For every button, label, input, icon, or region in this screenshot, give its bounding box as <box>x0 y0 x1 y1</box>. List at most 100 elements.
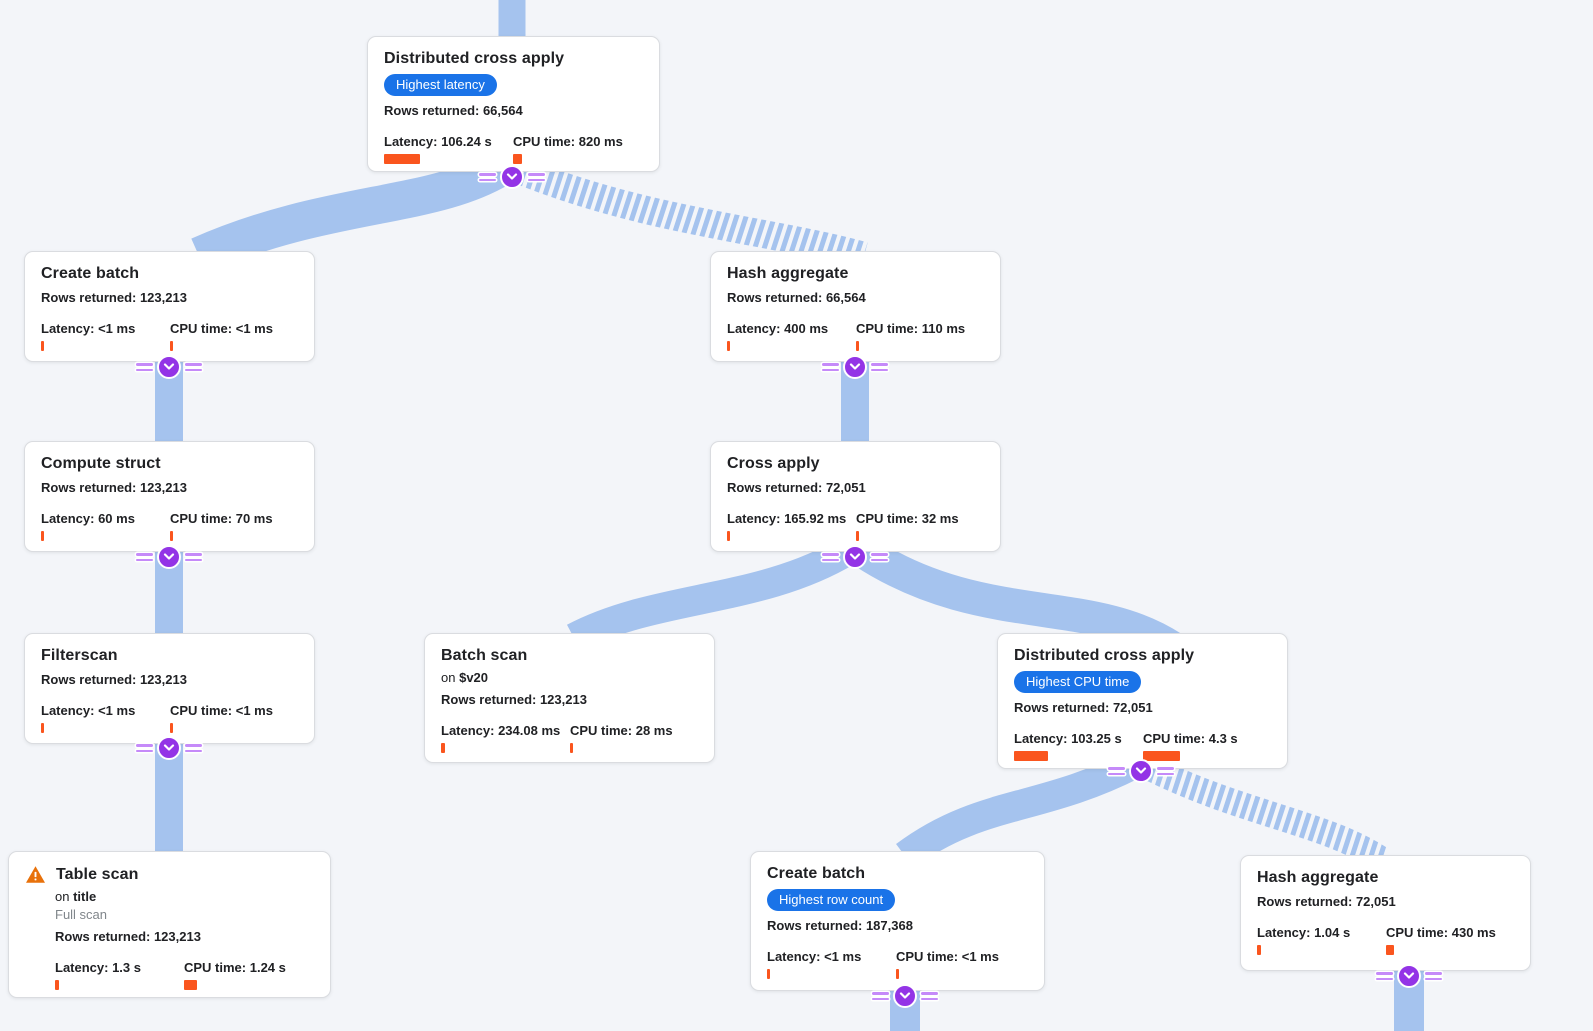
collapse-lines-left-icon <box>1376 972 1393 980</box>
chevron-down-icon <box>500 165 524 189</box>
cpu-time-bar <box>184 980 197 990</box>
plan-node-distributed-cross-apply-2[interactable]: Distributed cross apply Highest CPU time… <box>997 633 1288 769</box>
edge-cross-apply-to-batch-scan <box>566 538 855 652</box>
highlight-badge: Highest CPU time <box>1014 671 1142 693</box>
expand-collapse-button-hash-aggregate-2[interactable] <box>1376 964 1442 988</box>
cpu-time-bar <box>170 341 173 351</box>
latency-label: Latency: 1.04 s <box>1257 925 1351 940</box>
target-prefix: on <box>55 889 70 904</box>
node-target: on $v20 <box>441 670 698 685</box>
plan-node-create-batch-1[interactable]: Create batch Rows returned: 123,213 Late… <box>24 251 315 362</box>
highlight-badge: Highest latency <box>384 74 497 96</box>
plan-node-hash-aggregate-2[interactable]: Hash aggregate Rows returned: 72,051 Lat… <box>1240 855 1531 971</box>
plan-node-hash-aggregate-1[interactable]: Hash aggregate Rows returned: 66,564 Lat… <box>710 251 1001 362</box>
node-title: Create batch <box>41 265 140 282</box>
node-title: Compute struct <box>41 455 161 472</box>
collapse-lines-left-icon <box>872 992 889 1000</box>
expand-collapse-button-distributed-cross-apply-1[interactable] <box>479 165 545 189</box>
node-target: on title <box>55 889 314 904</box>
latency-label: Latency: 106.24 s <box>384 134 492 149</box>
node-metrics: Latency: 400 ms CPU time: 110 ms <box>727 321 984 351</box>
cpu-time-label: CPU time: <1 ms <box>170 703 273 718</box>
latency-bar <box>727 531 730 541</box>
plan-node-distributed-cross-apply-1[interactable]: Distributed cross apply Highest latency … <box>367 36 660 172</box>
rows-returned: Rows returned: 72,051 <box>1257 894 1396 909</box>
collapse-lines-left-icon <box>822 553 839 561</box>
chevron-down-icon <box>1129 759 1153 783</box>
collapse-lines-right-icon <box>528 173 545 181</box>
cpu-time-label: CPU time: 4.3 s <box>1143 731 1238 746</box>
collapse-lines-left-icon <box>822 363 839 371</box>
expand-collapse-button-compute-struct[interactable] <box>136 545 202 569</box>
chevron-down-icon <box>157 545 181 569</box>
collapse-lines-right-icon <box>185 553 202 561</box>
expand-collapse-button-distributed-cross-apply-2[interactable] <box>1108 759 1174 783</box>
cpu-time-bar <box>170 723 173 733</box>
plan-node-compute-struct[interactable]: Compute struct Rows returned: 123,213 La… <box>24 441 315 552</box>
cpu-time-bar <box>1143 751 1180 761</box>
expand-collapse-button-create-batch-1[interactable] <box>136 355 202 379</box>
collapse-lines-right-icon <box>921 992 938 1000</box>
node-title: Hash aggregate <box>727 265 849 282</box>
collapse-lines-right-icon <box>1425 972 1442 980</box>
rows-returned: Rows returned: 187,368 <box>767 918 913 933</box>
cpu-time-bar <box>513 154 522 164</box>
node-title: Table scan <box>56 865 139 883</box>
node-title: Batch scan <box>441 647 528 664</box>
node-header: Create batch <box>767 865 1028 883</box>
cpu-time-label: CPU time: 28 ms <box>570 723 673 738</box>
node-note: Full scan <box>55 907 108 922</box>
cpu-time-label: CPU time: <1 ms <box>170 321 273 336</box>
plan-node-filterscan[interactable]: Filterscan Rows returned: 123,213 Latenc… <box>24 633 315 744</box>
rows-returned: Rows returned: 123,213 <box>41 480 187 495</box>
latency-label: Latency: 103.25 s <box>1014 731 1122 746</box>
latency-bar <box>441 743 445 753</box>
node-metrics: Latency: 1.04 s CPU time: 430 ms <box>1257 925 1514 955</box>
chevron-down-icon <box>157 355 181 379</box>
collapse-lines-right-icon <box>185 744 202 752</box>
rows-returned: Rows returned: 123,213 <box>41 672 187 687</box>
node-metrics: Latency: <1 ms CPU time: <1 ms <box>41 703 298 733</box>
chevron-down-icon <box>843 355 867 379</box>
plan-node-table-scan[interactable]: Table scan on title Full scan Rows retur… <box>8 851 331 998</box>
expand-collapse-button-create-batch-2[interactable] <box>872 984 938 1008</box>
collapse-lines-left-icon <box>479 173 496 181</box>
cpu-time-label: CPU time: 32 ms <box>856 511 959 526</box>
collapse-lines-right-icon <box>185 363 202 371</box>
node-metrics: Latency: 165.92 ms CPU time: 32 ms <box>727 511 984 541</box>
latency-label: Latency: 400 ms <box>727 321 829 336</box>
node-title: Cross apply <box>727 455 820 472</box>
latency-label: Latency: <1 ms <box>41 321 136 336</box>
edge-dca-2-to-create-batch-2 <box>896 750 1141 869</box>
latency-label: Latency: <1 ms <box>767 949 862 964</box>
cpu-time-label: CPU time: 430 ms <box>1386 925 1496 940</box>
warning-icon <box>25 865 46 884</box>
edge-root-to-hash-aggregate-1 <box>518 158 868 270</box>
plan-node-cross-apply[interactable]: Cross apply Rows returned: 72,051 Latenc… <box>710 441 1001 552</box>
node-header: Distributed cross apply <box>1014 647 1271 665</box>
node-header: Batch scan <box>441 647 698 665</box>
highlight-badge: Highest row count <box>767 889 896 911</box>
chevron-down-icon <box>893 984 917 1008</box>
cpu-time-bar <box>856 341 859 351</box>
plan-node-create-batch-2[interactable]: Create batch Highest row count Rows retu… <box>750 851 1045 991</box>
node-header: Table scan <box>25 865 314 884</box>
expand-collapse-button-cross-apply[interactable] <box>822 545 888 569</box>
expand-collapse-button-filterscan[interactable] <box>136 736 202 760</box>
node-title: Create batch <box>767 865 866 882</box>
node-header: Filterscan <box>41 647 298 665</box>
collapse-lines-left-icon <box>136 363 153 371</box>
collapse-lines-left-icon <box>136 744 153 752</box>
expand-collapse-button-hash-aggregate-1[interactable] <box>822 355 888 379</box>
cpu-time-label: CPU time: 110 ms <box>856 321 966 336</box>
rows-returned: Rows returned: 72,051 <box>1014 700 1153 715</box>
node-header: Hash aggregate <box>727 265 984 283</box>
latency-bar <box>767 969 770 979</box>
cpu-time-bar <box>570 743 573 753</box>
node-header: Hash aggregate <box>1257 869 1514 887</box>
collapse-lines-left-icon <box>1108 767 1125 775</box>
latency-label: Latency: 234.08 ms <box>441 723 561 738</box>
plan-node-batch-scan[interactable]: Batch scan on $v20 Rows returned: 123,21… <box>424 633 715 763</box>
cpu-time-bar <box>170 531 173 541</box>
